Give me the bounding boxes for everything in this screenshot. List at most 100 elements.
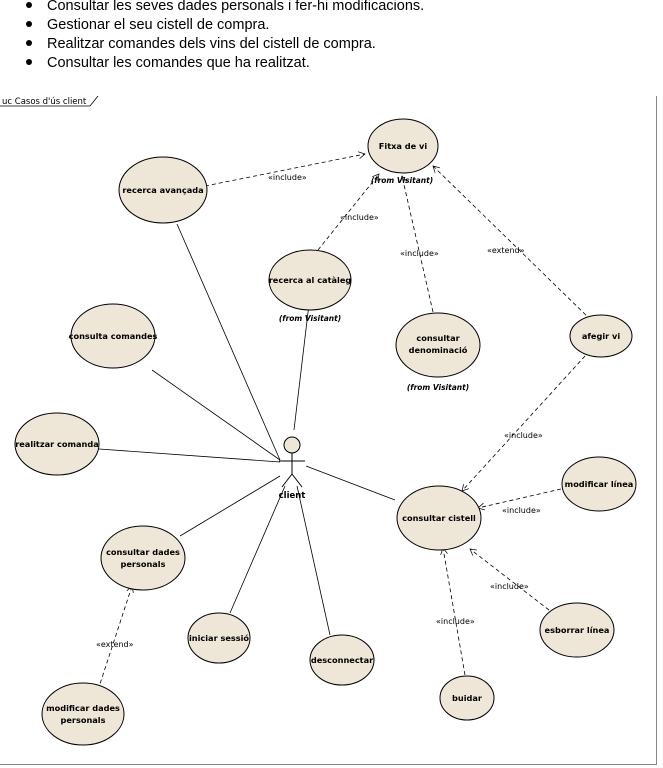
dep-buidar-cistell — [443, 548, 466, 676]
use-case-label: recerca al catàleg — [269, 275, 352, 285]
ellipse — [41, 682, 125, 746]
actor-leg-right — [291, 473, 303, 488]
bullet-dot-icon — [26, 21, 32, 27]
actor-client — [279, 436, 305, 488]
dep-avancada-fitxa — [204, 154, 365, 187]
use-case-label: consultar cistell — [402, 513, 476, 523]
dep-afegir-cistell — [462, 355, 586, 491]
bullet-text: Consultar les seves dades personals i fe… — [47, 0, 425, 14]
assoc-consultar-dades — [179, 475, 281, 537]
ellipse — [396, 485, 482, 551]
actor-label: client — [279, 491, 306, 501]
use-case-label: afegir vi — [582, 331, 621, 341]
stereotype-labels: «include» «include» «include» «extend» «… — [96, 173, 543, 649]
label-extend: «extend» — [96, 640, 134, 649]
from-visitant-label: (from Visitant) — [279, 314, 341, 323]
use-case-label: iniciar sessió — [189, 633, 249, 643]
use-case-afegir-vi: afegir vi — [569, 314, 633, 358]
ellipse — [395, 312, 481, 378]
bullet-dot-icon — [26, 40, 32, 46]
ellipse — [561, 456, 637, 512]
use-case-modificar-dades-personals: modificar dades personals — [41, 682, 125, 746]
use-case-label: consultar dades — [106, 547, 180, 557]
ellipse — [309, 634, 375, 686]
use-case-consulta-comandes: consulta comandes — [69, 303, 158, 369]
ellipse — [569, 314, 633, 358]
from-visitant-label: (from Visitant) — [407, 383, 469, 392]
ellipse — [118, 156, 208, 224]
bullet-item: Consultar les seves dades personals i fe… — [26, 0, 424, 14]
bullet-item: Realitzar comandes dels vins del cistell… — [26, 36, 376, 52]
frame-title: uc Casos d'ús client — [2, 97, 87, 107]
bullet-item: Consultar les comandes que ha realitzat. — [26, 55, 310, 71]
dependency-lines — [97, 154, 592, 691]
use-case-iniciar-sessio: iniciar sessió — [187, 612, 251, 664]
bullet-text: Gestionar el seu cistell de compra. — [47, 17, 270, 33]
label-include: «include» — [504, 431, 543, 440]
label-include: «include» — [502, 506, 541, 515]
use-case-label: consultar — [416, 333, 460, 343]
dep-esborrar-cistell — [470, 549, 550, 611]
label-include: «include» — [436, 617, 475, 626]
bullet-dot-icon — [26, 2, 32, 8]
association-lines — [98, 223, 396, 636]
bullet-text: Realitzar comandes dels vins del cistell… — [47, 36, 376, 52]
assoc-recerca-cataleg — [293, 303, 310, 431]
bullet-text: Consultar les comandes que ha realitzat. — [47, 55, 310, 71]
label-extend: «extend» — [487, 246, 525, 255]
dep-afegir-fitxa — [433, 166, 592, 321]
use-case-label: desconnectar — [311, 655, 374, 665]
assoc-iniciar-sessio — [229, 485, 286, 614]
assoc-desconnectar — [296, 485, 331, 636]
assoc-consulta-comandes — [151, 369, 281, 461]
label-include: «include» — [400, 249, 439, 258]
use-case-consultar-dades-personals: consultar dades personals — [100, 525, 186, 591]
use-case-label: recerca avançada — [122, 185, 203, 195]
use-case-label: modificar dades — [46, 703, 120, 713]
dep-denominacio-fitxa — [402, 176, 434, 313]
use-case-label: personals — [121, 559, 166, 569]
frame-tab-border — [0, 95, 99, 107]
use-case-esborrar-linea: esborrar línea — [539, 602, 615, 658]
use-case-recerca-avancada: recerca avançada — [118, 156, 208, 224]
ellipse — [268, 249, 352, 311]
dep-modificar-dades — [97, 586, 132, 691]
ellipse — [14, 412, 100, 476]
use-case-fitxa-de-vi: Fitxa de vi — [367, 118, 439, 174]
use-case-desconnectar: desconnectar — [309, 634, 375, 686]
ellipse — [100, 525, 186, 591]
from-visitant-notes: (from Visitant) (from Visitant) (from Vi… — [279, 176, 469, 392]
use-case-realitzar-comanda: realitzar comanda — [14, 412, 100, 476]
use-case-label: modificar línea — [565, 479, 634, 489]
assoc-consultar-cistell — [305, 465, 396, 501]
label-include: «include» — [490, 582, 529, 591]
from-visitant-label: (from Visitant) — [371, 176, 433, 185]
actor-leg-left — [281, 473, 293, 488]
label-include: «include» — [268, 173, 307, 182]
label-include: «include» — [340, 213, 379, 222]
ellipse — [187, 612, 251, 664]
actor-head — [283, 436, 301, 454]
use-case-label: consulta comandes — [69, 331, 158, 341]
use-case-label: Fitxa de vi — [379, 141, 428, 151]
ellipse — [367, 118, 439, 174]
use-case-consultar-cistell: consultar cistell — [396, 485, 482, 551]
ellipse — [70, 303, 156, 369]
bullet-dot-icon — [26, 59, 32, 65]
assoc-recerca-avancada — [176, 223, 281, 461]
use-cases: Fitxa de vi recerca avançada recerca al … — [14, 118, 637, 746]
ellipse — [439, 675, 495, 721]
use-case-modificar-linea: modificar línea — [561, 456, 637, 512]
bullet-item: Gestionar el seu cistell de compra. — [26, 17, 269, 33]
use-case-label: buidar — [452, 693, 483, 703]
use-case-buidar: buidar — [439, 675, 495, 721]
ellipse — [539, 602, 615, 658]
use-case-label: denominació — [409, 345, 468, 355]
use-case-label: esborrar línea — [545, 625, 610, 635]
assoc-realitzar-comanda — [98, 448, 281, 463]
dep-modificar-cistell — [478, 488, 562, 508]
dep-cataleg-fitxa — [317, 174, 379, 251]
use-case-recerca-al-cataleg: recerca al catàleg — [268, 249, 352, 311]
use-case-label: realitzar comanda — [15, 439, 99, 449]
